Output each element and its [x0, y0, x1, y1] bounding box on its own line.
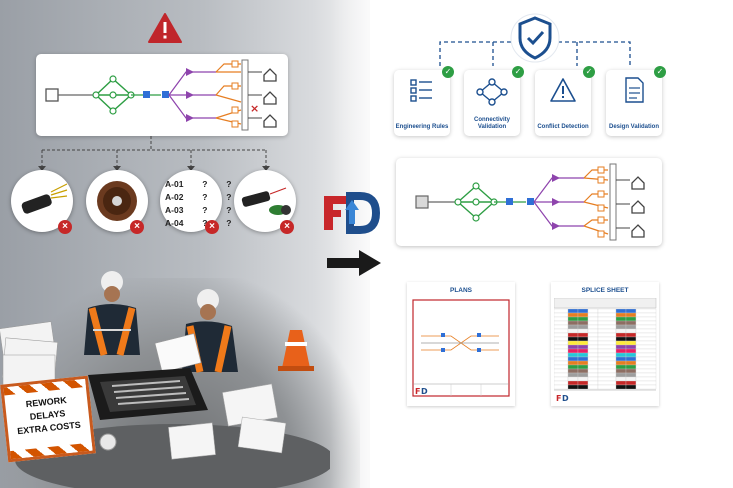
- feature-label: Design Validation: [608, 124, 659, 130]
- warning-triangle-icon: [148, 13, 182, 43]
- alert-triangle-icon: [550, 78, 576, 102]
- feature-connectivity-validation: Connectivity Validation ✓: [464, 66, 524, 136]
- plans-title: PLANS: [449, 287, 473, 294]
- issue-cable-reel: [86, 170, 148, 232]
- svg-text:F: F: [556, 394, 561, 403]
- feature-label: Engineering Rules: [395, 124, 449, 130]
- splice-sheet-title: SPLICE SHEET: [581, 287, 629, 294]
- check-icon: ✓: [583, 66, 595, 78]
- check-icon: ✓: [512, 66, 524, 78]
- checklist-icon: [410, 79, 432, 102]
- connector-lines: [38, 136, 270, 171]
- validated-network-diagram: [396, 158, 662, 246]
- svg-text:D: D: [562, 394, 569, 403]
- svg-text:D: D: [421, 387, 428, 396]
- feature-engineering-rules: Engineering Rules ✓: [394, 66, 454, 136]
- feature-design-validation: Design Validation ✓: [606, 66, 666, 136]
- fd-logo: [324, 192, 381, 234]
- network-diagram-graphic: ×: [45, 59, 277, 131]
- faulty-network-diagram: ×: [36, 54, 288, 136]
- check-icon: ✓: [442, 66, 454, 78]
- svg-text:F: F: [415, 387, 420, 396]
- error-x-icon: ×: [130, 220, 144, 234]
- shield-check-icon: [518, 16, 552, 60]
- port-row: A-03??: [165, 205, 232, 215]
- port-row: A-02??: [165, 192, 232, 202]
- port-row: A-01??: [165, 179, 232, 189]
- check-icon: ✓: [654, 66, 666, 78]
- document-icon: [625, 77, 644, 103]
- feature-conflict-detection: Conflict Detection ✓: [535, 66, 595, 136]
- port-list: A-01?? A-02?? A-03?? A-04??: [165, 178, 231, 230]
- error-x-icon: ×: [205, 220, 219, 234]
- rework-sign: REWORK DELAYS EXTRA COSTS: [0, 375, 96, 463]
- svg-text:×: ×: [250, 102, 259, 115]
- error-x-icon: ×: [58, 220, 72, 234]
- network-diagram-graphic: [415, 163, 645, 241]
- feature-label: Conflict Detection: [537, 124, 589, 130]
- error-x-icon: ×: [280, 220, 294, 234]
- network-nodes-icon: [476, 78, 508, 106]
- arrow-right-icon: [327, 250, 381, 276]
- port-row: A-04??: [165, 218, 232, 228]
- feature-label: Connectivity Validation: [473, 117, 510, 130]
